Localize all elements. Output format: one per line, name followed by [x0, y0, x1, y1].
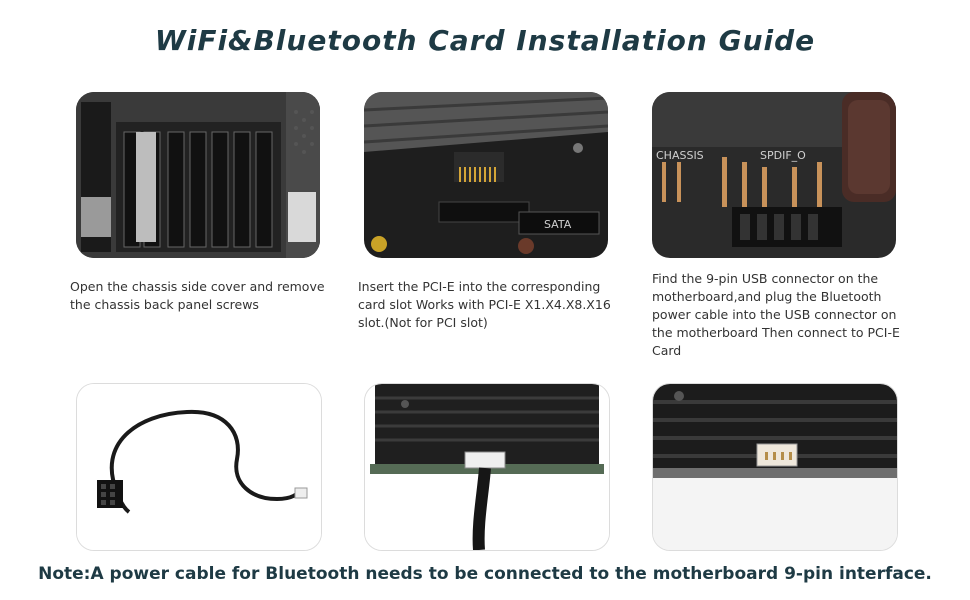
chassis-label: CHASSIS	[656, 149, 704, 162]
usb-header-photo: CHASSIS SPDIF_O	[652, 92, 896, 258]
bottom-note: Note:A power cable for Bluetooth needs t…	[38, 564, 932, 584]
step-1-caption: Open the chassis side cover and remove t…	[70, 279, 325, 312]
card-connector-cable-photo	[364, 383, 610, 551]
step-2-caption: Insert the PCI-E into the corresponding …	[358, 279, 611, 330]
pcie-card-insert-photo: SATA	[364, 92, 608, 258]
step-3-caption: Find the 9-pin USB connector on the moth…	[652, 271, 900, 358]
card-usb-port-closeup-photo	[652, 383, 898, 551]
sata-label: SATA	[544, 218, 572, 231]
bluetooth-power-cable-photo	[76, 383, 322, 551]
spdif-label: SPDIF_O	[760, 149, 806, 162]
chassis-back-panel-photo	[76, 92, 320, 258]
page-title: WiFi&Bluetooth Card Installation Guide	[154, 24, 816, 57]
